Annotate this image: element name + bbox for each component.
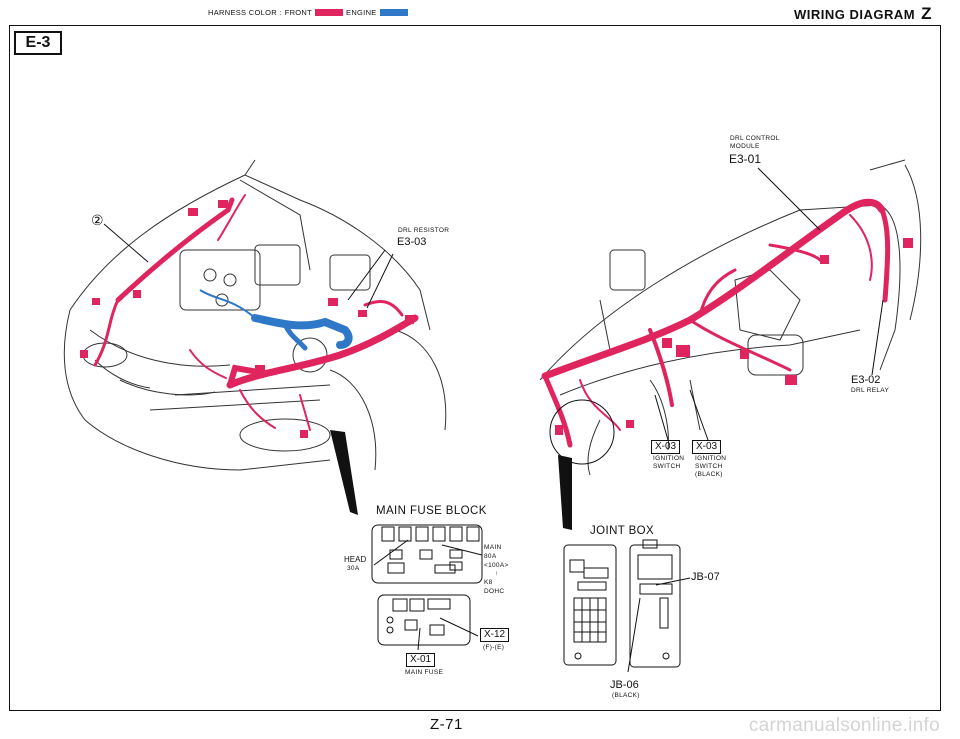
dash-outline <box>539 159 922 476</box>
page-number: Z-71 <box>430 716 463 733</box>
legend-prefix: HARNESS COLOR : <box>208 8 282 17</box>
engine-harness-wire <box>251 314 353 349</box>
main-fuse-block-title: MAIN FUSE BLOCK <box>376 505 487 517</box>
x12-sub: (F)-(E) <box>483 644 505 651</box>
main-fuse-block <box>371 524 483 651</box>
main-fuse-arrow: ↑ <box>495 570 499 577</box>
front-harness-wire <box>93 194 419 431</box>
page-title: WIRING DIAGRAM Z <box>794 4 932 24</box>
car-body-outline <box>63 159 447 471</box>
x03-ignition-line1: IGNITION <box>653 455 685 462</box>
title-text: WIRING DIAGRAM <box>794 7 916 22</box>
dash-harness-wire <box>541 198 891 448</box>
drl-resistor-name: DRL RESISTOR <box>398 227 450 234</box>
drl-control-code: E3-01 <box>729 152 762 166</box>
connector-x03-ignition-black: X-03 <box>692 440 722 454</box>
jb06-code: JB-06 <box>610 679 639 691</box>
connector-x12: X-12 <box>480 628 510 642</box>
jb06-sub: (BLACK) <box>612 692 640 699</box>
diagram-frame <box>9 25 941 711</box>
watermark: carmanualsonline.info <box>748 715 940 736</box>
callout-circle-2: ② <box>91 212 104 228</box>
head-fuse-amp: 30A <box>347 565 360 572</box>
title-letter: Z <box>921 4 932 23</box>
engine-harness-swatch <box>379 9 408 16</box>
joint-box-pointer-wedge <box>558 455 572 530</box>
main-fuse-line5: DOHC <box>484 588 505 595</box>
connector-x01: X-01 <box>406 653 436 667</box>
x03-black-line2: SWITCH <box>695 463 723 470</box>
x03-black-line1: IGNITION <box>695 455 727 462</box>
x01-sub: MAIN FUSE <box>405 669 444 676</box>
front-harness-connectors <box>80 200 414 438</box>
legend-engine-label: ENGINE <box>346 8 377 17</box>
head-fuse-label: HEAD <box>344 555 367 564</box>
dash-harness-connectors <box>555 238 913 435</box>
drl-relay-code: E3-02 <box>851 374 881 386</box>
drl-control-name-1: DRL CONTROL <box>730 135 780 142</box>
connector-x03-ignition: X-03 <box>651 440 681 454</box>
main-fuse-line2: 80A <box>484 553 497 560</box>
x03-black-line3: (BLACK) <box>695 471 723 478</box>
joint-box-title: JOINT BOX <box>590 525 655 537</box>
section-label: E-3 <box>14 31 62 55</box>
x03-ignition-line2: SWITCH <box>653 463 681 470</box>
legend-front-label: FRONT <box>284 8 313 17</box>
fuse-pointer-wedge <box>330 430 358 515</box>
front-harness-swatch <box>315 9 344 16</box>
joint-box-location-circle <box>549 399 615 465</box>
main-fuse-line4: K8 <box>484 579 493 586</box>
main-fuse-line1: MAIN <box>484 544 502 551</box>
drl-relay-name: DRL RELAY <box>851 387 890 394</box>
harness-color-legend: HARNESS COLOR : FRONT ENGINE <box>208 8 408 17</box>
drl-resistor-code: E3-03 <box>397 236 427 248</box>
drl-control-name-2: MODULE <box>730 143 760 150</box>
jb07-code: JB-07 <box>691 571 720 583</box>
main-fuse-line3: <100A> <box>484 562 509 569</box>
joint-box <box>563 539 691 673</box>
